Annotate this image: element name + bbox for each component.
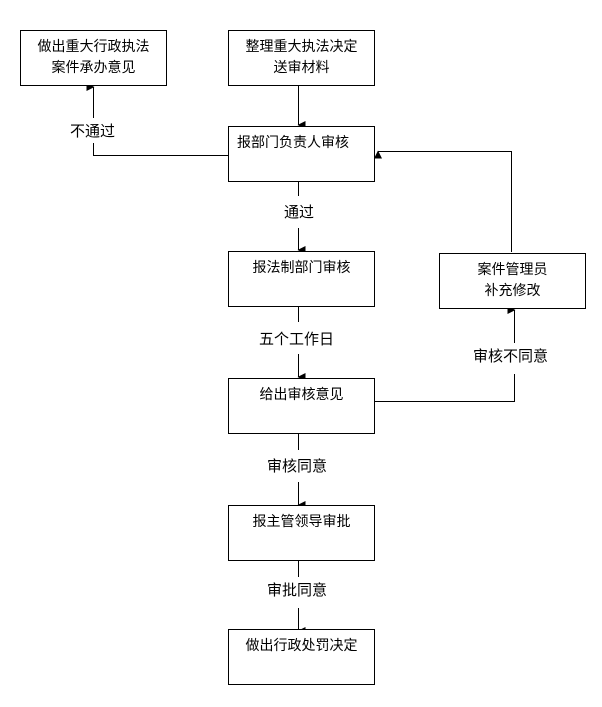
- node-leader: 报主管领导审批: [228, 505, 375, 561]
- edge-label-review-disagree: 审核不同意: [473, 347, 549, 365]
- arrow-not-pass: [93, 143, 229, 156]
- arrow-review-disagree: [375, 374, 515, 402]
- node-decision: 做出行政处罚决定: [228, 629, 375, 685]
- node-case-opinion: 做出重大行政执法 案件承办意见: [20, 30, 167, 86]
- arrow-case-manager-to-dept-head: [374, 150, 512, 252]
- edge-label-five-days: 五个工作日: [259, 330, 335, 348]
- node-case-manager: 案件管理员 补充修改: [439, 253, 586, 309]
- node-organize: 整理重大执法决定 送审材料: [228, 30, 375, 86]
- node-legal-dept: 报法制部门审核: [228, 251, 375, 307]
- edge-label-approve-agree: 审批同意: [267, 581, 328, 599]
- node-review-opinion: 给出审核意见: [228, 378, 375, 434]
- edge-label-not-pass: 不通过: [70, 122, 116, 140]
- edge-label-pass: 通过: [284, 203, 315, 221]
- node-dept-head: 报部门负责人审核: [228, 126, 375, 182]
- edge-label-review-agree: 审核同意: [267, 457, 328, 475]
